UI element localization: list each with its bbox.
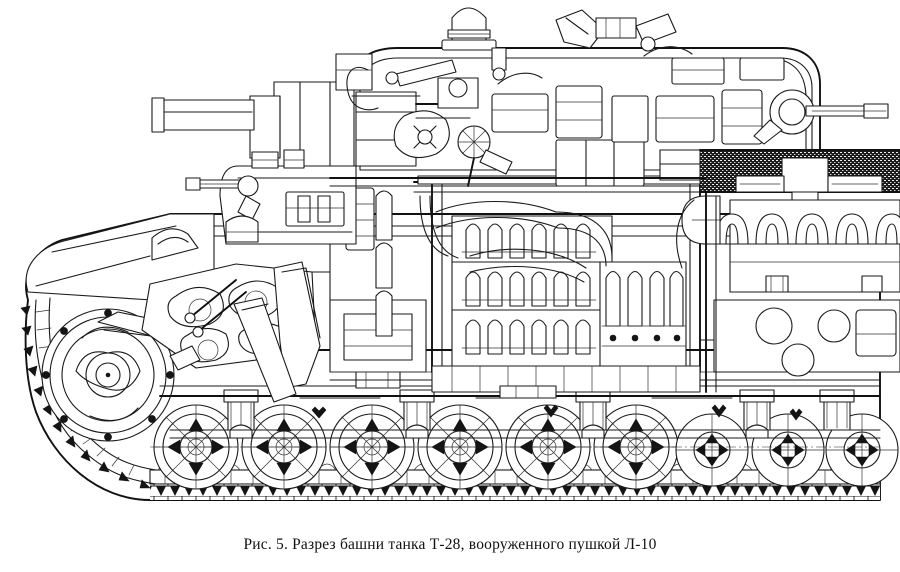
driver-station — [169, 261, 321, 403]
suspension-bogie — [223, 389, 259, 439]
turret-interior — [491, 85, 763, 187]
turret-side-hatch — [671, 57, 785, 85]
fighting-compartment — [345, 149, 715, 393]
front-turret-roof — [251, 149, 305, 169]
gun-breech — [355, 77, 479, 167]
exhaust-manifold — [715, 213, 900, 245]
engine-bay — [681, 149, 900, 393]
misc-fittings — [150, 177, 880, 448]
gunner-sight — [385, 59, 457, 87]
driver-visor — [151, 228, 199, 261]
suspension-bogie-group — [223, 389, 855, 439]
road-wheel — [675, 413, 749, 487]
suspension-bogie — [399, 389, 435, 439]
commander-cupola — [441, 7, 497, 51]
suspension-bogie — [819, 389, 855, 431]
suspension-bogie — [575, 389, 611, 439]
figure-caption: Рис. 5. Разрез башни танка Т-28, вооруже… — [243, 536, 657, 553]
ammo-row — [465, 319, 591, 355]
gunner-controls — [457, 125, 513, 187]
turret-front-side-plate — [335, 53, 421, 97]
ammunition-racks — [451, 215, 613, 367]
bogie-beams — [169, 397, 881, 439]
turret-cabling — [346, 46, 693, 111]
air-cleaner — [735, 157, 883, 219]
tank-sectional-drawing — [20, 7, 900, 501]
main-gun-barrel — [151, 97, 255, 133]
road-wheel — [825, 413, 899, 487]
rear-mg-mount — [753, 89, 889, 145]
idler-track-shoes — [105, 372, 111, 378]
turret-roof-fittings — [491, 9, 677, 81]
control-linkage — [435, 200, 613, 283]
front-gunner-seat — [225, 215, 259, 243]
rear-compartment-fittings — [681, 195, 900, 377]
hull-stowage-box — [285, 191, 345, 227]
floor-hatch — [499, 385, 557, 399]
hull-side-markers — [311, 404, 803, 421]
suspension-bogie — [739, 389, 775, 439]
front-mg-turret — [185, 149, 357, 245]
main-turret — [151, 7, 889, 187]
front-machine-gun — [185, 175, 261, 221]
technical-drawing — [20, 7, 900, 501]
ammunition-racks-secondary — [599, 261, 687, 367]
hull-ammunition-stowage — [431, 365, 701, 393]
ammo-row — [465, 271, 591, 307]
engine-block — [715, 199, 900, 293]
